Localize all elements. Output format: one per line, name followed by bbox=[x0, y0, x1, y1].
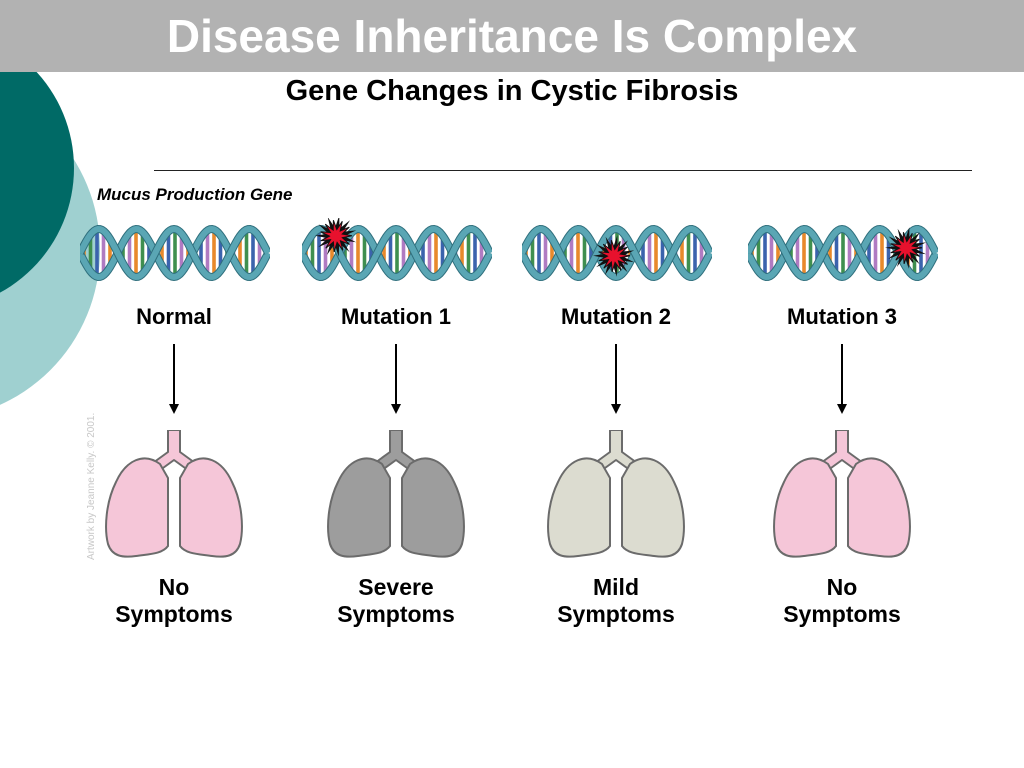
down-arrow-icon bbox=[611, 344, 621, 414]
mutation-burst-icon bbox=[320, 220, 353, 253]
outcome-line1: Mild bbox=[593, 574, 639, 600]
title-bar bbox=[0, 0, 1024, 72]
mutation-burst-icon bbox=[598, 240, 631, 273]
gene-label: Mucus Production Gene bbox=[97, 185, 293, 204]
right-lung bbox=[401, 457, 465, 558]
panel-mutation-1: Mutation 1 Severe Symptoms bbox=[296, 218, 496, 638]
right-lung bbox=[621, 457, 685, 558]
column-label: Normal bbox=[136, 304, 212, 329]
lungs-icon bbox=[105, 430, 243, 558]
panel-mutation-2: Mutation 2 Mild Symptoms bbox=[516, 218, 716, 638]
lungs-icon bbox=[547, 430, 685, 558]
outcome-line2: Symptoms bbox=[783, 601, 901, 627]
mutation-burst-icon bbox=[890, 232, 923, 265]
dna-helix-icon bbox=[80, 224, 270, 282]
dna-strand bbox=[522, 225, 712, 281]
outcome-line1: No bbox=[158, 574, 190, 600]
left-lung bbox=[773, 457, 837, 558]
outcome-line1: No bbox=[826, 574, 858, 600]
lungs-icon bbox=[327, 430, 465, 558]
column-label: Mutation 1 bbox=[341, 304, 451, 329]
column-label: Mutation 3 bbox=[787, 304, 897, 329]
slide-title: Disease Inheritance Is Complex bbox=[166, 10, 858, 62]
panel-normal: Normal No Symptoms bbox=[74, 218, 274, 638]
outcome-line2: Symptoms bbox=[337, 601, 455, 627]
outcome-line1: Severe bbox=[358, 574, 434, 600]
outcome-label: No Symptoms bbox=[742, 574, 942, 628]
dna-strand bbox=[80, 225, 270, 281]
right-lung bbox=[179, 457, 243, 558]
dna-strand bbox=[302, 225, 492, 281]
down-arrow-icon bbox=[391, 344, 401, 414]
lungs-icon bbox=[773, 430, 911, 558]
dna-helix-icon bbox=[522, 224, 712, 282]
outcome-line2: Symptoms bbox=[115, 601, 233, 627]
outcome-label: Mild Symptoms bbox=[516, 574, 716, 628]
left-lung bbox=[105, 457, 169, 558]
dna-helix-icon bbox=[748, 224, 938, 282]
panel-mutation-3: Mutation 3 No Symptoms bbox=[742, 218, 942, 638]
outcome-label: Severe Symptoms bbox=[296, 574, 496, 628]
dna-strand bbox=[748, 225, 938, 281]
outcome-line2: Symptoms bbox=[557, 601, 675, 627]
left-lung bbox=[327, 457, 391, 558]
diagram-subtitle: Gene Changes in Cystic Fibrosis bbox=[285, 75, 739, 107]
dna-helix-icon bbox=[302, 218, 492, 282]
right-lung bbox=[847, 457, 911, 558]
dna-strand bbox=[80, 225, 270, 281]
divider-line bbox=[154, 170, 972, 171]
left-lung bbox=[547, 457, 611, 558]
down-arrow-icon bbox=[169, 344, 179, 414]
outcome-label: No Symptoms bbox=[74, 574, 274, 628]
down-arrow-icon bbox=[837, 344, 847, 414]
dna-strand bbox=[522, 225, 712, 281]
column-label: Mutation 2 bbox=[561, 304, 671, 329]
